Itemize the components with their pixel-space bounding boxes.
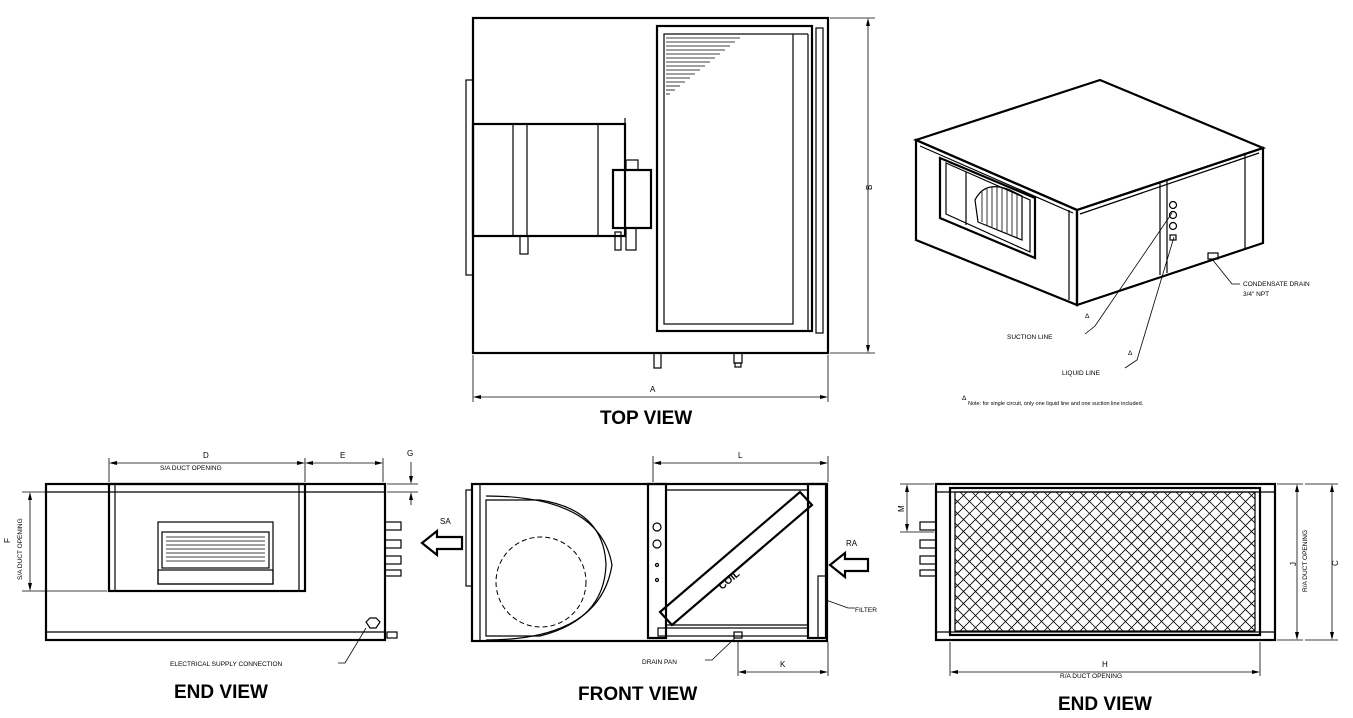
dim-f-label: F (3, 538, 12, 543)
electrical-supply-label: ELECTRICAL SUPPLY CONNECTION (170, 661, 283, 668)
hatch-line (971, 492, 1112, 631)
hatch-line (955, 492, 1040, 577)
hatch-line (1127, 503, 1255, 631)
hatch-line (1272, 492, 1353, 631)
blower-fins-end (166, 536, 265, 562)
hatch-line (1223, 492, 1255, 524)
hatch-line (1007, 492, 1148, 631)
hatch-line (995, 492, 1136, 631)
hatch-line (1151, 527, 1255, 631)
dim-c-label: C (1331, 560, 1340, 566)
left-end-view: ELECTRICAL SUPPLY CONNECTION D S/A DUCT … (3, 449, 418, 703)
hatch-line (955, 492, 980, 517)
filter-label: FILTER (855, 607, 877, 614)
hatch-line (1175, 551, 1255, 631)
hatch-line (955, 492, 992, 529)
hatch-line (1199, 492, 1255, 548)
top-view: A B TOP VIEW (465, 16, 875, 429)
drain-pan-label: DRAIN PAN (642, 659, 677, 666)
dim-h-label: H (1102, 660, 1108, 669)
dim-k-label: K (780, 660, 786, 669)
ra-arrow-label: RA (846, 539, 858, 548)
right-end-view-title: END VIEW (1058, 694, 1152, 715)
condensate-drain-size: 3/4" NPT (1243, 291, 1269, 298)
hatch-line (955, 492, 1028, 565)
hatch-line (1223, 599, 1255, 631)
hatch-line (955, 492, 1016, 553)
hatch-line (1284, 492, 1353, 631)
hatch-line (955, 492, 1064, 601)
hatch-line (1019, 492, 1160, 631)
dim-l-label: L (738, 451, 743, 460)
hatch-line (1187, 492, 1255, 560)
note-text: Note: for single circuit, only one liqui… (968, 401, 1144, 407)
isometric-view: CONDENSATE DRAIN 3/4" NPT SUCTION LINE L… (912, 78, 1310, 407)
dim-j-label: J (1289, 562, 1298, 566)
sa-duct-opening-top: S/A DUCT OPENING (160, 465, 222, 472)
hatch-line (955, 594, 992, 631)
hatch-line (1284, 492, 1353, 631)
hatch-line (1139, 515, 1255, 631)
hatch-line (1091, 492, 1232, 631)
hatch-line (1272, 492, 1353, 631)
hatch-line (1199, 575, 1255, 631)
dim-b-label: B (865, 185, 874, 190)
ra-duct-opening-bottom: R/A DUCT OPENING (1060, 673, 1122, 680)
suction-line-note-marker: Δ (1085, 313, 1090, 320)
hatch-line (955, 582, 1004, 631)
hatch-line (1344, 492, 1353, 631)
liquid-line-note-marker: Δ (1128, 350, 1133, 357)
left-end-view-title: END VIEW (174, 682, 268, 703)
dim-e-label: E (340, 451, 345, 460)
sa-arrow-label: SA (440, 517, 451, 526)
top-view-title: TOP VIEW (600, 408, 692, 429)
hatch-line (1187, 563, 1255, 631)
note-marker: Δ (962, 395, 967, 402)
hatch-line (1067, 492, 1208, 631)
hatch-line (955, 606, 980, 631)
hatch-line (983, 492, 1124, 631)
coil-hatching (666, 37, 740, 95)
hatch-line (955, 492, 1052, 589)
hatch-line (1211, 492, 1255, 536)
hatch-line (955, 630, 956, 631)
hatch-line (1344, 492, 1353, 631)
front-view-title: FRONT VIEW (578, 684, 697, 705)
filter-crosshatch (955, 492, 1353, 631)
dim-m-label: M (897, 505, 906, 512)
hatch-line (1115, 492, 1255, 631)
hatch-line (955, 492, 956, 493)
hatch-line (959, 492, 1100, 631)
front-view: COIL DRAIN PAN FILTER SA RA L K (420, 451, 877, 705)
blower-wheel-blades (981, 187, 1018, 238)
coil-label: COIL (717, 569, 742, 593)
dim-g-label: G (407, 449, 413, 458)
hatch-line (1079, 492, 1220, 631)
liquid-line-label: LIQUID LINE (1062, 370, 1101, 377)
ra-duct-opening-side: R/A DUCT OPENING (1302, 530, 1309, 592)
hatch-line (955, 492, 1076, 613)
hatch-line (1055, 492, 1196, 631)
hatch-line (1211, 587, 1255, 631)
right-end-view: M J R/A DUCT OPENING C H R/A DUCT OPENIN… (897, 482, 1353, 715)
hatch-line (955, 492, 1088, 625)
hatch-line (1103, 492, 1244, 631)
hatch-line (955, 570, 1016, 631)
hatch-line (1031, 492, 1172, 631)
hatch-line (1163, 539, 1255, 631)
dim-d-label: D (203, 451, 209, 460)
hatch-line (1043, 492, 1184, 631)
condensate-drain-label: CONDENSATE DRAIN (1243, 281, 1310, 288)
suction-line-label: SUCTION LINE (1007, 334, 1053, 341)
dim-a-label: A (650, 385, 656, 394)
hatch-line (955, 492, 1004, 541)
sa-duct-opening-side: S/A DUCT OPENING (17, 518, 24, 580)
